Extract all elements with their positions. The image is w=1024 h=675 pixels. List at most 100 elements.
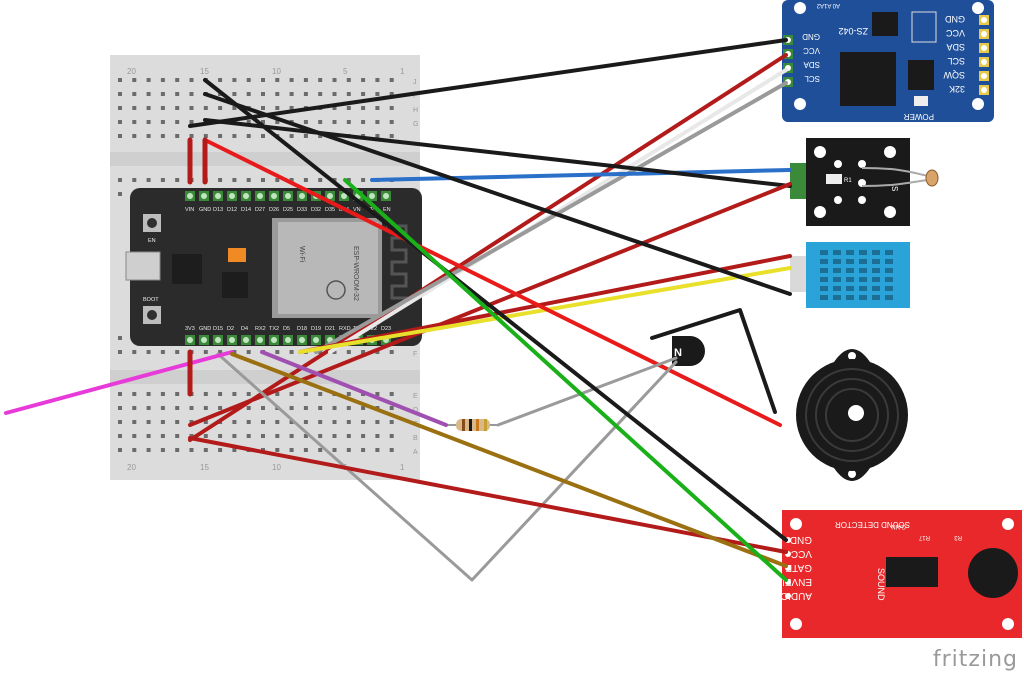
breadboard-hole <box>175 178 180 182</box>
breadboard-hole <box>346 448 351 452</box>
pin-label: D13 <box>213 207 223 213</box>
breadboard-hole <box>361 120 366 124</box>
breadboard-hole <box>303 178 308 182</box>
breadboard-hole <box>361 434 366 438</box>
boot-button-cap <box>147 310 157 320</box>
breadboard-hole <box>132 392 137 396</box>
header-pin-hole <box>383 193 389 199</box>
rtc-pin-label: SDA <box>803 60 820 69</box>
header-pin-hole <box>981 59 987 65</box>
breadboard-hole <box>389 448 394 452</box>
breadboard-hole <box>346 106 351 110</box>
breadboard-hole <box>246 134 251 138</box>
breadboard-hole <box>160 134 165 138</box>
breadboard-hole <box>346 434 351 438</box>
breadboard-hole <box>203 420 208 424</box>
dht-grille <box>820 250 893 300</box>
header-pin-hole <box>187 337 193 343</box>
wire-red <box>652 338 780 425</box>
header-pin-hole <box>299 337 305 343</box>
breadboard-hole <box>118 420 122 424</box>
breadboard-hole <box>146 448 151 452</box>
breadboard-hole <box>232 434 237 438</box>
transistor: N <box>672 336 705 366</box>
breadboard-hole <box>203 448 208 452</box>
breadboard-hole <box>346 78 351 82</box>
breadboard-hole <box>318 78 323 82</box>
breadboard-hole <box>132 434 137 438</box>
breadboard-hole <box>389 120 394 124</box>
wire-green <box>343 178 788 582</box>
header-pin-hole <box>201 337 207 343</box>
header-pin-hole <box>285 193 291 199</box>
dht-slot <box>859 295 867 300</box>
breadboard-hole <box>275 448 280 452</box>
sound-pin-label: GND <box>790 534 812 545</box>
col-label: 5 <box>343 67 348 76</box>
pin-label: GND <box>199 326 211 332</box>
dht-slot <box>859 277 867 282</box>
wire-magenta <box>4 350 234 415</box>
dht-slot <box>872 295 880 300</box>
breadboard-hole <box>389 392 394 396</box>
en-button-cap <box>147 218 157 228</box>
rtc-address-label: A0 A1A2 <box>816 2 840 8</box>
dht-slot <box>846 286 854 291</box>
wire-purple <box>260 350 448 427</box>
breadboard-hole <box>218 106 223 110</box>
breadboard-hole <box>389 406 394 410</box>
pin-label: EN <box>383 207 391 213</box>
breadboard-hole <box>361 448 366 452</box>
breadboard-hole <box>361 178 366 182</box>
pin-label: RXD <box>339 326 351 332</box>
eeprom-chip <box>872 12 898 36</box>
pin-label: D22 <box>367 326 377 332</box>
breadboard-hole <box>261 406 265 410</box>
breadboard-hole <box>189 134 194 138</box>
header-pin-hole <box>299 193 305 199</box>
breadboard-hole <box>175 420 180 424</box>
dht-slot <box>846 250 854 255</box>
breadboard-hole <box>175 134 180 138</box>
dht-slot <box>833 295 841 300</box>
dht-slot <box>833 259 841 264</box>
row-letter: H <box>413 107 418 114</box>
dht-slot <box>885 259 893 264</box>
breadboard-hole <box>346 420 351 424</box>
header-pin-hole <box>981 31 987 37</box>
breadboard-hole <box>175 106 180 110</box>
header-pin-hole <box>981 87 987 93</box>
breadboard-hole <box>303 420 308 424</box>
breadboard-hole <box>218 392 223 396</box>
breadboard-hole <box>246 406 251 410</box>
breadboard-hole <box>261 92 265 96</box>
breadboard-hole <box>132 406 137 410</box>
dht-slot <box>846 268 854 273</box>
breadboard-hole <box>160 78 165 82</box>
breadboard-hole <box>375 350 380 354</box>
col-label: 15 <box>200 463 209 472</box>
breadboard-hole <box>232 92 237 96</box>
pin-label: D27 <box>255 207 265 213</box>
breadboard-hole <box>189 420 194 424</box>
breadboard-hole <box>175 392 180 396</box>
breadboard-hole <box>118 392 122 396</box>
row-letter: B <box>413 435 418 442</box>
breadboard-hole <box>318 420 323 424</box>
breadboard-hole <box>303 448 308 452</box>
breadboard-hole <box>346 350 351 354</box>
breadboard-hole <box>132 448 137 452</box>
breadboard-hole <box>203 406 208 410</box>
breadboard-hole <box>232 78 237 82</box>
pin-label: D18 <box>297 326 307 332</box>
header-pin-hole <box>327 193 333 199</box>
breadboard-column-labels-top: 20 15 10 5 1 <box>127 67 405 76</box>
breadboard-hole <box>203 350 208 354</box>
esp32-top-pin-header <box>185 191 391 201</box>
usb-chip <box>172 254 202 284</box>
breadboard-hole <box>232 392 237 396</box>
breadboard-hole <box>275 106 280 110</box>
breadboard-hole <box>332 448 337 452</box>
dht-slot <box>846 295 854 300</box>
